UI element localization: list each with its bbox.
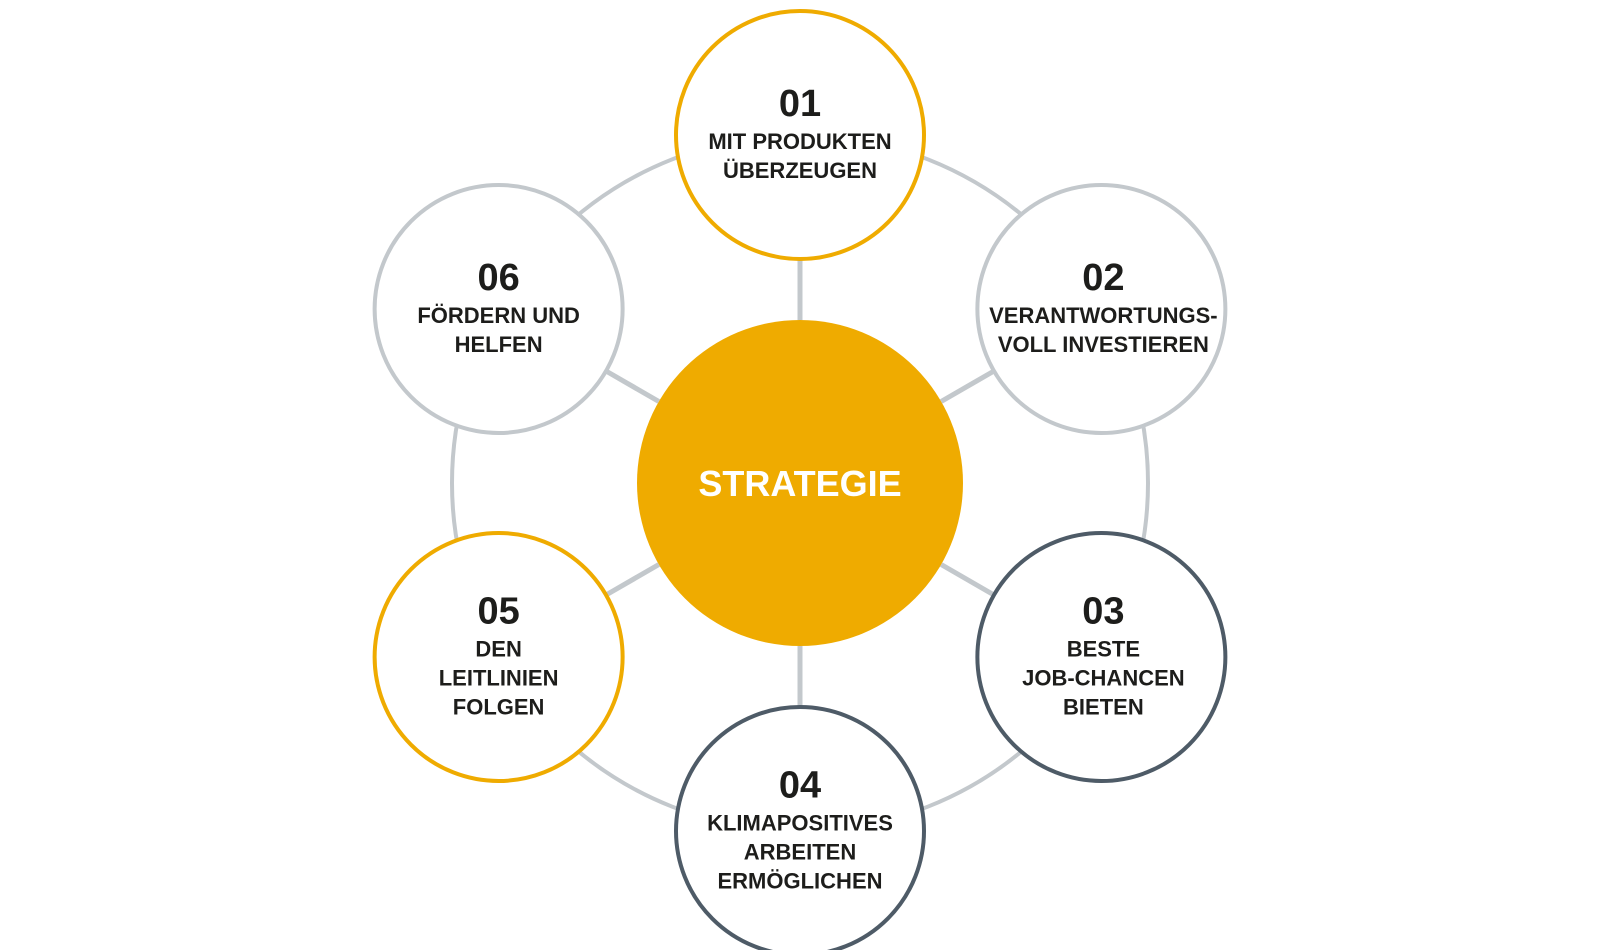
node-circle — [372, 183, 625, 435]
node-circle — [674, 9, 926, 261]
node-label-line: VOLL INVESTIEREN — [998, 332, 1209, 357]
connector-05 — [604, 562, 661, 598]
node-label-line: ÜBERZEUGEN — [723, 158, 877, 183]
node-label-line: JOB-CHANCEN — [1022, 666, 1185, 691]
connector-03 — [939, 562, 996, 598]
node-label-line: VERANTWORTUNGS- — [989, 303, 1218, 328]
node-label-line: BESTE — [1067, 637, 1140, 662]
node-number: 04 — [779, 765, 821, 807]
node-label-line: LEITLINIEN — [439, 666, 559, 691]
node-number: 06 — [477, 257, 519, 299]
node-label-line: ERMÖGLICHEN — [718, 869, 883, 894]
node-number: 02 — [1082, 257, 1124, 299]
node-label-line: KLIMAPOSITIVES — [707, 811, 893, 836]
node-label-line: DEN — [475, 637, 521, 662]
node-circle — [975, 531, 1228, 783]
node-label-line: BIETEN — [1063, 695, 1144, 720]
node-label-line: HELFEN — [455, 332, 543, 357]
node-number: 05 — [477, 591, 519, 633]
node-circle — [975, 183, 1228, 435]
node-number: 01 — [779, 83, 821, 125]
connector-02 — [939, 368, 996, 404]
node-number: 03 — [1082, 591, 1124, 633]
center-circle — [637, 320, 963, 646]
node-label-line: ARBEITEN — [744, 840, 856, 865]
node-label-line: FOLGEN — [453, 695, 545, 720]
node-label-line: FÖRDERN UND — [417, 303, 580, 328]
node-circle — [674, 705, 926, 950]
connector-06 — [604, 368, 661, 404]
node-label-line: MIT PRODUKTEN — [708, 129, 891, 154]
center-node: STRATEGIE — [637, 320, 963, 646]
node-circle — [372, 531, 625, 783]
connectors — [604, 259, 996, 707]
center-label: STRATEGIE — [698, 463, 901, 504]
